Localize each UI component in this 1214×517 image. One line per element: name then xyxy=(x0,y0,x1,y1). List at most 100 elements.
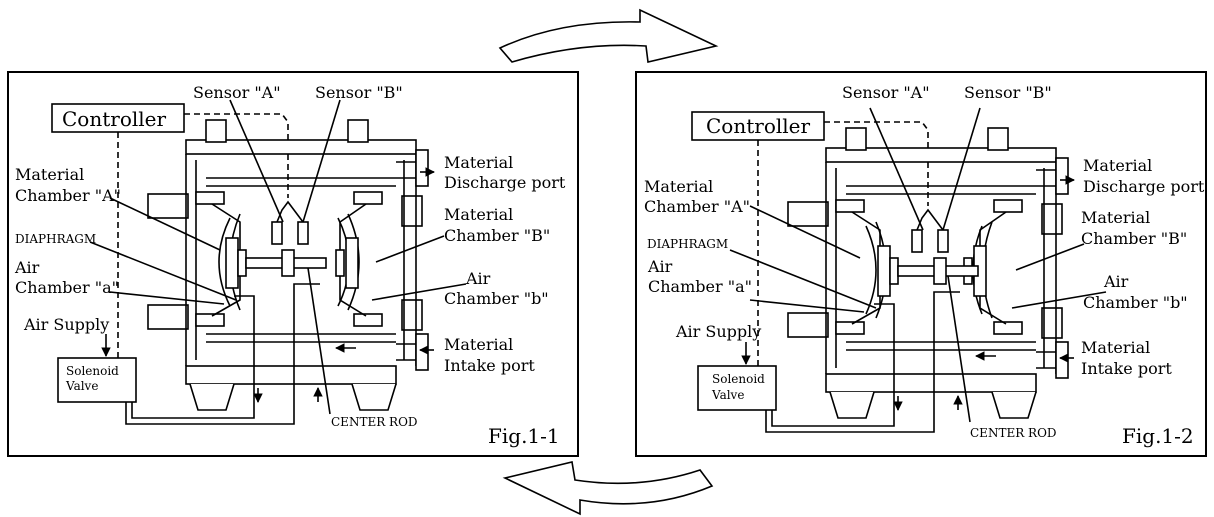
air-supply-label: Air Supply xyxy=(24,315,110,334)
air-supply-label: Air Supply xyxy=(676,322,762,341)
solenoid-valve-box xyxy=(697,365,777,411)
center-rod-leader xyxy=(307,267,331,415)
valve-bottom-left xyxy=(835,321,865,335)
pump-figure-1-2 xyxy=(691,107,1107,433)
air-tube-right xyxy=(765,291,960,433)
material-discharge-label: Material xyxy=(444,153,514,172)
sensor-a xyxy=(271,221,283,245)
air-tube-left xyxy=(771,303,895,427)
sensor-a-label: Sensor "A" xyxy=(193,83,281,102)
material-chamber-b-label-2: Chamber "B" xyxy=(444,226,551,245)
sensor-b xyxy=(297,221,309,245)
center-rod-hub xyxy=(281,249,295,277)
air-chamber-b-label: Air xyxy=(1104,272,1129,291)
center-rod-label: CENTER ROD xyxy=(970,426,1057,440)
air-chamber-a-label: Air xyxy=(648,257,673,276)
foot-left xyxy=(829,391,875,419)
air-chamber-b-label-2: Chamber "b" xyxy=(1083,293,1188,312)
diaphragm-leader xyxy=(89,241,237,301)
valve-top-right xyxy=(993,199,1023,213)
valve-bottom-right xyxy=(993,321,1023,335)
air-tube-left xyxy=(131,295,255,419)
center-rod-leader xyxy=(947,275,971,423)
center-rod-label: CENTER ROD xyxy=(331,415,418,429)
intake-port-body xyxy=(415,333,429,371)
diaphragm-leader xyxy=(729,249,877,309)
sensor-a-label: Sensor "A" xyxy=(842,83,930,102)
solenoid-valve-label: Solenoid xyxy=(66,364,119,378)
base-plate xyxy=(185,365,397,385)
air-tube-right xyxy=(125,283,320,425)
sensor-b-leader xyxy=(302,99,341,223)
controller-to-sensor-line xyxy=(184,113,289,198)
figure-caption: Fig.1-1 xyxy=(488,424,560,448)
figure-1-1-frame xyxy=(7,71,579,457)
valve-bottom-right xyxy=(353,313,383,327)
material-discharge-label-2: Discharge port xyxy=(1083,177,1205,196)
diaphragm-disc-left xyxy=(877,245,891,297)
material-chamber-b-leader xyxy=(1015,243,1085,271)
solenoid-valve-box xyxy=(57,357,137,403)
side-flange-right-low xyxy=(1041,307,1063,339)
material-discharge-label-2: Discharge port xyxy=(444,173,566,192)
side-flange-left xyxy=(787,201,829,227)
sensor-b-label: Sensor "B" xyxy=(315,83,403,102)
top-manifold xyxy=(185,139,417,155)
center-rod-hub xyxy=(933,257,947,285)
discharge-port-body xyxy=(1055,157,1069,195)
material-intake-label-2: Intake port xyxy=(444,356,535,375)
air-chamber-b-label-2: Chamber "b" xyxy=(444,289,549,308)
foot-right xyxy=(351,383,397,411)
solenoid-valve-label: Solenoid xyxy=(712,372,765,386)
controller-label: Controller xyxy=(706,114,811,138)
foot-right xyxy=(991,391,1037,419)
base-plate xyxy=(825,373,1037,393)
material-chamber-b-label-2: Chamber "B" xyxy=(1081,229,1188,248)
foot-left xyxy=(189,383,235,411)
material-chamber-a-leader xyxy=(109,197,221,251)
cycle-arrow-bottom xyxy=(502,461,714,516)
sensor-b xyxy=(937,229,949,253)
diaphragm-label: DIAPHRAGM xyxy=(15,232,97,246)
solenoid-valve-label-2: Valve xyxy=(66,379,99,393)
top-bolt-right xyxy=(987,127,1009,151)
diaphragm-nut-left xyxy=(237,249,247,277)
side-flange-left-low xyxy=(787,312,829,338)
material-chamber-b-label: Material xyxy=(444,205,514,224)
material-chamber-b-leader xyxy=(375,235,445,263)
controller-label: Controller xyxy=(62,107,167,131)
air-chamber-b-leader xyxy=(1011,291,1107,309)
top-bolt-left xyxy=(205,119,227,143)
controller-to-sensor-line xyxy=(824,121,929,206)
discharge-port-body xyxy=(415,149,429,187)
top-bolt-left xyxy=(845,127,867,151)
air-chamber-b-label: Air xyxy=(466,269,491,288)
air-chamber-b-leader xyxy=(371,283,467,301)
diaphragm-nut-right xyxy=(335,249,345,277)
side-flange-right xyxy=(401,195,423,227)
material-chamber-a-label: Material xyxy=(644,177,714,196)
top-manifold xyxy=(825,147,1057,163)
material-chamber-a-label-2: Chamber "A" xyxy=(644,197,750,216)
side-flange-left xyxy=(147,193,189,219)
valve-bottom-left xyxy=(195,313,225,327)
air-chamber-a-leader xyxy=(109,291,225,305)
sensor-b-label: Sensor "B" xyxy=(964,83,1052,102)
air-chamber-a-label-2: Chamber "a" xyxy=(15,278,119,297)
diaphragm-disc-right xyxy=(345,237,359,289)
top-bolt-right xyxy=(347,119,369,143)
sensor-b-leader xyxy=(942,107,981,231)
diaphragm-label: DIAPHRAGM xyxy=(647,237,729,251)
material-chamber-a-leader xyxy=(749,205,861,259)
diaphragm-right xyxy=(347,213,360,311)
sensor-a xyxy=(911,229,923,253)
material-chamber-a-label: Material xyxy=(15,165,85,184)
solenoid-valve-label-2: Valve xyxy=(712,388,745,402)
air-chamber-a-label-2: Chamber "a" xyxy=(648,277,752,296)
material-intake-label: Material xyxy=(1081,338,1151,357)
diaphragm-nut-left xyxy=(889,257,899,285)
material-intake-label-2: Intake port xyxy=(1081,359,1172,378)
side-flange-left-low xyxy=(147,304,189,330)
